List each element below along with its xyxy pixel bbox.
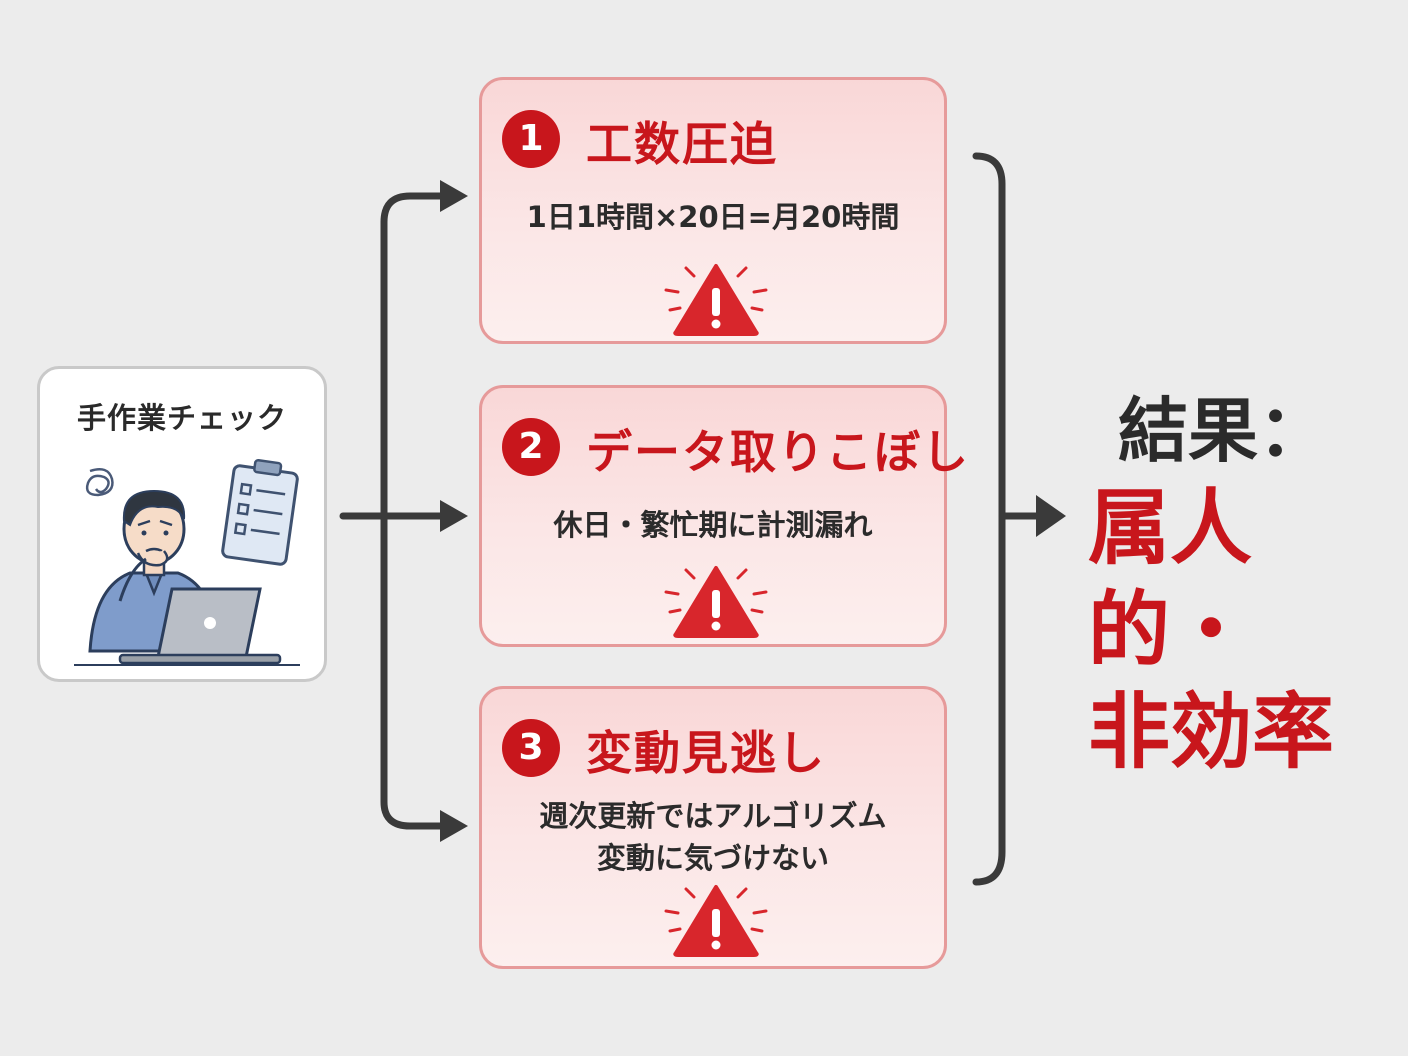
problem-title: データ取りこぼし: [586, 425, 970, 479]
problem-number-badge: 1: [502, 110, 560, 168]
laptop-icon: [118, 587, 282, 665]
problem-box-3: 3 変動見逃し 週次更新ではアルゴリズム 変動に気づけない: [479, 686, 947, 969]
problem-box-1: 1 工数圧迫 1日1時間×20日=月20時間: [479, 77, 947, 344]
warning-icon: [664, 885, 768, 957]
problem-description: 1日1時間×20日=月20時間: [526, 200, 900, 234]
problem-number-badge: 3: [502, 719, 560, 777]
result-label: 結果：: [1118, 390, 1328, 472]
right-bracket: [972, 152, 1006, 886]
confusion-scribble-icon: [85, 468, 114, 497]
arrowhead-2: [440, 500, 468, 532]
problem-description: 休日・繁忙期に計測漏れ: [553, 508, 873, 542]
arrowhead-result: [1036, 495, 1066, 537]
problem-title: 工数圧迫: [586, 117, 778, 171]
arrow-to-problem-3: [380, 512, 459, 830]
worried-man-illustration: [74, 458, 300, 666]
clipboard-icon: [221, 458, 299, 566]
warning-icon: [664, 566, 768, 638]
card-title: 手作業チェック: [76, 401, 287, 435]
problem-number-badge: 2: [502, 418, 560, 476]
result-value: 属人的・ 非効率: [1088, 481, 1335, 780]
arrowhead-3: [440, 810, 468, 842]
problem-box-2: 2 データ取りこぼし 休日・繁忙期に計測漏れ: [479, 385, 968, 647]
problem-description: 週次更新ではアルゴリズム 変動に気づけない: [539, 799, 887, 875]
manual-check-card: 手作業チェック: [37, 366, 327, 682]
arrowhead-1: [440, 180, 468, 212]
problem-title: 変動見逃し: [586, 726, 826, 780]
arrow-to-problem-1: [380, 192, 459, 520]
warning-icon: [664, 264, 768, 336]
